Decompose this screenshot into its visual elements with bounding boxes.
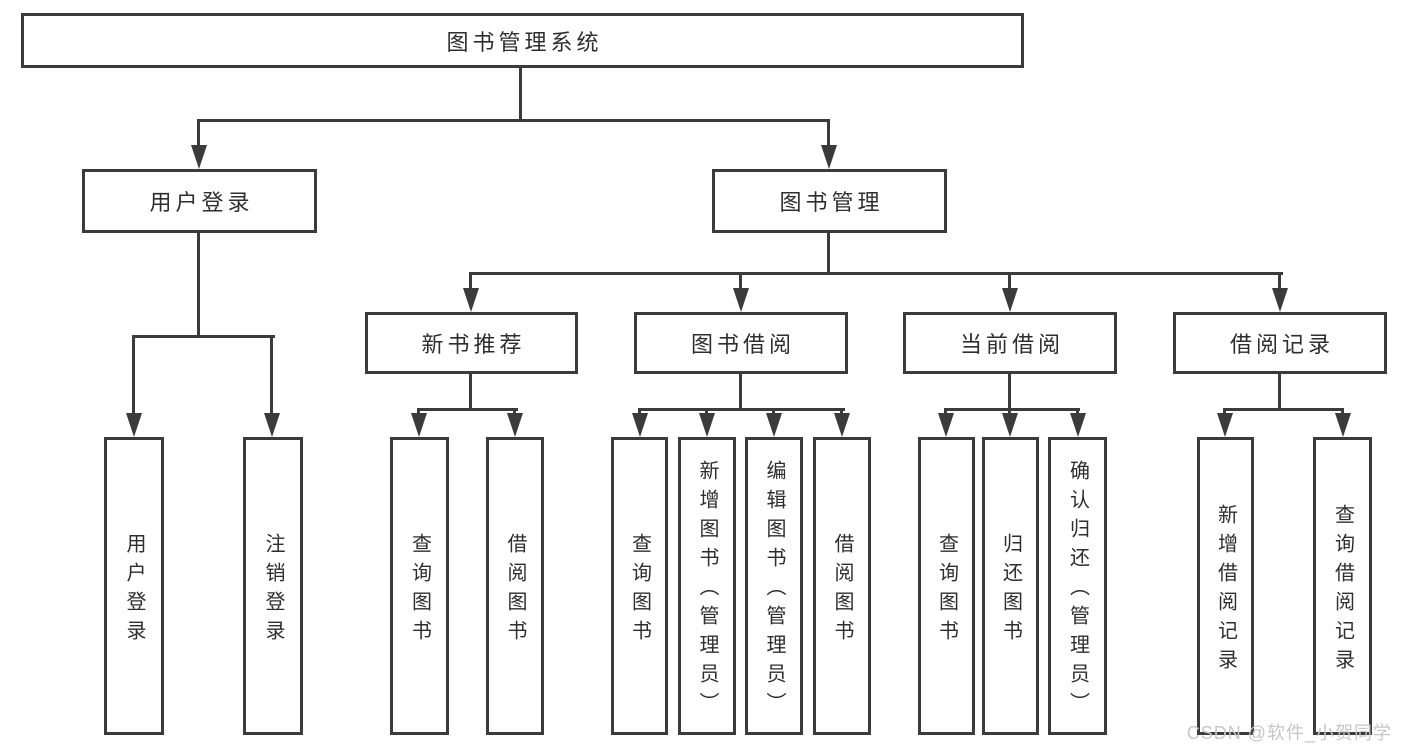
connector-line (739, 272, 742, 292)
node-label: 新书推荐 (421, 332, 526, 357)
leaf-label: 新增图书（管理员） (696, 460, 718, 721)
node-label: 图书借阅 (690, 332, 795, 357)
node-label: 图书管理 (779, 190, 884, 215)
node-new-book-recommend: 新书推荐 (365, 312, 578, 374)
arrow-down-icon (126, 413, 142, 437)
connector-line (1008, 374, 1011, 411)
leaf-confirm-return-admin: 确认归还（管理员） (1048, 437, 1107, 735)
arrow-down-icon (1272, 288, 1288, 312)
leaf-query-books-borrowing: 查询图书 (611, 437, 668, 735)
arrow-down-icon (1070, 413, 1086, 437)
arrow-down-icon (938, 413, 954, 437)
connector-line (638, 408, 845, 411)
connector-line (197, 233, 200, 338)
node-borrowing-records: 借阅记录 (1173, 312, 1387, 374)
leaf-label: 借阅图书 (504, 532, 526, 649)
connector-line (469, 272, 472, 292)
leaf-query-books-current: 查询图书 (918, 437, 975, 735)
csdn-watermark: CSDN @软件_小贺同学 (1186, 723, 1392, 743)
leaf-return-book: 归还图书 (982, 437, 1039, 735)
connector-line (469, 272, 1283, 275)
connector-line (469, 374, 472, 411)
connector-line (197, 119, 200, 151)
arrow-down-icon (1217, 413, 1233, 437)
node-book-borrowing: 图书借阅 (634, 312, 848, 374)
arrow-down-icon (507, 413, 523, 437)
connector-line (1224, 408, 1344, 411)
arrow-down-icon (1002, 288, 1018, 312)
leaf-add-borrow-record: 新增借阅记录 (1197, 437, 1254, 735)
node-label: 借阅记录 (1229, 332, 1334, 357)
connector-line (827, 233, 830, 275)
node-root-library-system: 图书管理系统 (21, 13, 1024, 68)
node-label: 图书管理系统 (446, 29, 603, 55)
arrow-down-icon (264, 413, 280, 437)
arrow-down-icon (834, 413, 850, 437)
leaf-add-book-admin: 新增图书（管理员） (678, 437, 736, 735)
connector-line (827, 119, 830, 151)
node-label: 用户登录 (149, 190, 254, 215)
arrow-down-icon (821, 145, 837, 169)
leaf-label: 借阅图书 (831, 532, 853, 649)
connector-line (519, 68, 522, 122)
connector-line (270, 335, 273, 419)
connector-line (945, 408, 1080, 411)
connector-line (1278, 374, 1281, 411)
leaf-label: 确认归还（管理员） (1066, 460, 1089, 721)
arrow-down-icon (463, 288, 479, 312)
leaf-label: 编辑图书（管理员） (763, 460, 785, 721)
node-current-borrowing: 当前借阅 (903, 312, 1117, 374)
leaf-query-borrow-record: 查询借阅记录 (1313, 437, 1372, 735)
arrow-down-icon (733, 288, 749, 312)
leaf-borrow-books-borrowing: 借阅图书 (813, 437, 871, 735)
arrow-down-icon (632, 413, 648, 437)
node-book-management: 图书管理 (712, 169, 947, 233)
leaf-user-login: 用户登录 (104, 437, 164, 735)
connector-line (418, 408, 518, 411)
leaf-label: 新增借阅记录 (1214, 503, 1237, 678)
leaf-logout: 注销登录 (243, 437, 303, 735)
arrow-down-icon (191, 145, 207, 169)
arrow-down-icon (699, 413, 715, 437)
leaf-label: 归还图书 (999, 532, 1022, 649)
connector-line (197, 119, 830, 122)
connector-line (132, 335, 275, 338)
leaf-label: 用户登录 (123, 532, 145, 649)
arrow-down-icon (411, 413, 427, 437)
leaf-label: 查询图书 (628, 532, 651, 649)
leaf-label: 查询图书 (935, 532, 958, 649)
connector-line (739, 374, 742, 411)
node-user-login: 用户登录 (82, 169, 317, 233)
connector-line (1278, 272, 1281, 292)
leaf-query-books-recommend: 查询图书 (390, 437, 449, 735)
leaf-label: 查询图书 (408, 532, 431, 649)
leaf-edit-book-admin: 编辑图书（管理员） (745, 437, 803, 735)
connector-line (1008, 272, 1011, 292)
leaf-label: 查询借阅记录 (1331, 503, 1354, 678)
arrow-down-icon (1002, 413, 1018, 437)
arrow-down-icon (766, 413, 782, 437)
leaf-label: 注销登录 (262, 532, 284, 649)
node-label: 当前借阅 (959, 332, 1064, 357)
leaf-borrow-books-recommend: 借阅图书 (486, 437, 544, 735)
connector-line (132, 335, 135, 419)
arrow-down-icon (1335, 413, 1351, 437)
